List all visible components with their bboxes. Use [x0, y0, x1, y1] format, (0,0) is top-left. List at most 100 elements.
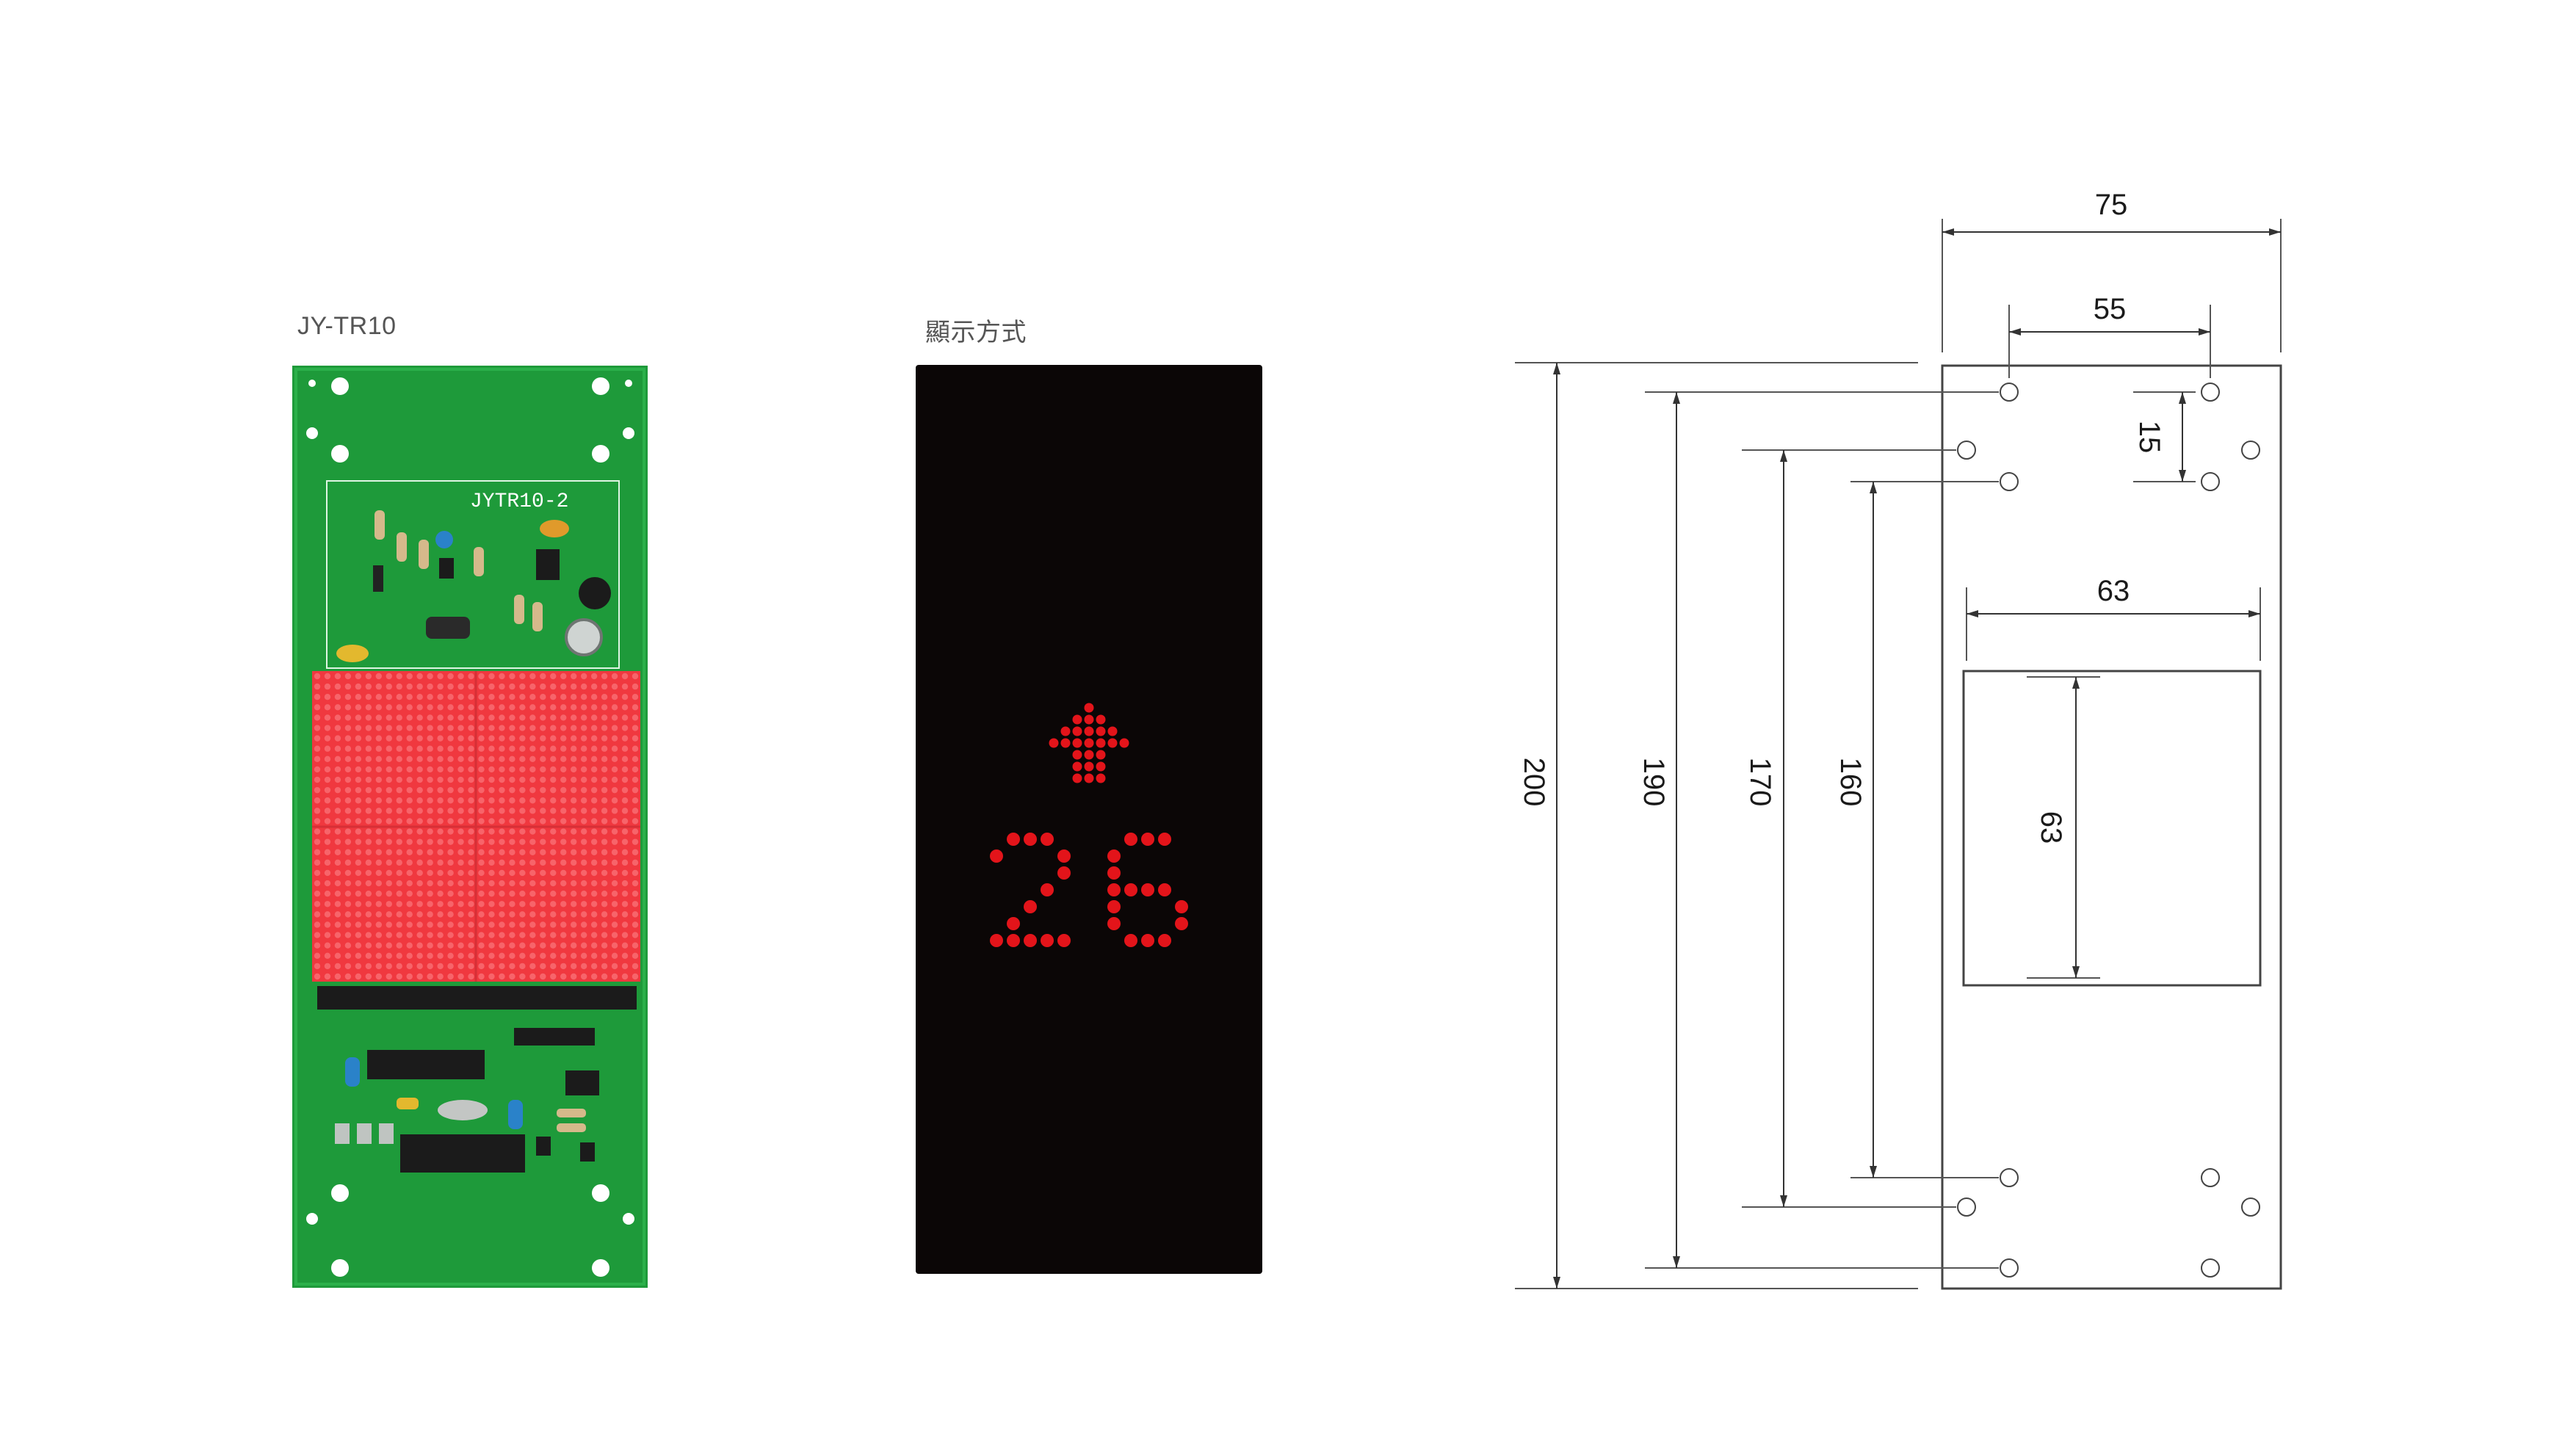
mounting-hole — [308, 380, 316, 387]
led-dot — [468, 694, 474, 700]
led-dot — [324, 952, 331, 959]
led-dot — [314, 714, 321, 721]
led-dot — [416, 973, 423, 980]
led-dot — [427, 973, 433, 980]
led-dot — [570, 828, 577, 835]
led-dot — [601, 818, 608, 825]
led-dot — [509, 859, 515, 866]
led-dot — [468, 735, 474, 742]
led-dot — [396, 869, 402, 877]
led-dot — [396, 838, 402, 845]
led-dot — [396, 766, 402, 773]
led-dot — [427, 735, 433, 742]
led-dot — [375, 756, 383, 763]
led-dot — [386, 683, 392, 690]
led-dot — [427, 849, 433, 855]
led-dot — [314, 859, 321, 866]
led-dot — [611, 683, 618, 690]
pcb-bevel — [294, 368, 645, 1286]
led-dot — [468, 766, 474, 773]
led-dot — [478, 921, 485, 928]
connector — [379, 1123, 394, 1144]
led-dot — [447, 735, 454, 742]
digit-led-dot — [1024, 934, 1037, 947]
led-dot — [478, 911, 485, 918]
led-dot — [406, 766, 413, 773]
led-dot — [580, 838, 587, 845]
led-dot — [580, 932, 587, 938]
led-dot — [580, 849, 587, 855]
led-dot — [601, 838, 608, 845]
led-dot — [540, 745, 546, 752]
led-dot — [550, 756, 557, 763]
led-dot — [334, 963, 341, 970]
led-dot — [447, 808, 454, 814]
led-dot — [488, 808, 495, 814]
digit-led-dot — [1041, 934, 1054, 947]
led-dot — [447, 838, 454, 845]
led-dot — [590, 838, 598, 845]
led-dot — [621, 714, 629, 721]
led-dot — [488, 963, 495, 970]
led-dot — [550, 973, 557, 980]
led-dot — [314, 911, 321, 918]
led-dot — [334, 745, 341, 752]
led-dot — [632, 973, 639, 980]
led-dot — [344, 859, 352, 866]
led-dot — [632, 901, 639, 907]
led-dot — [529, 859, 536, 866]
led-dot — [519, 756, 526, 763]
led-dot — [590, 942, 598, 949]
led-dot — [478, 942, 485, 949]
dim-label-63-vertical: 63 — [2035, 811, 2067, 844]
led-dot — [344, 673, 352, 680]
digit-led-dot — [1141, 883, 1154, 896]
led-dot — [324, 776, 331, 783]
led-dot — [437, 808, 444, 814]
led-dot — [509, 818, 515, 825]
led-dot — [406, 849, 413, 855]
led-dot — [396, 952, 402, 959]
led-dot — [396, 932, 402, 938]
led-dot — [375, 673, 383, 680]
led-dot — [447, 901, 454, 907]
led-dot — [334, 776, 341, 783]
transistor — [439, 558, 454, 579]
led-dot — [550, 714, 557, 721]
led-dot — [570, 942, 577, 949]
digit-led-dot — [1057, 866, 1071, 880]
led-dot — [375, 786, 383, 794]
led-dot — [478, 766, 485, 773]
led-dot — [560, 932, 567, 938]
led-dot — [427, 890, 433, 897]
led-dot — [324, 859, 331, 866]
drawing-hole — [2000, 472, 2019, 491]
led-dot — [365, 828, 372, 835]
resistor — [557, 1109, 586, 1117]
led-dot — [478, 745, 485, 752]
led-dot — [580, 756, 587, 763]
led-dot — [580, 901, 587, 907]
led-dot — [560, 766, 567, 773]
led-dot — [324, 683, 331, 690]
led-dot — [355, 673, 362, 680]
led-dot — [365, 921, 372, 928]
led-dot — [580, 818, 587, 825]
led-dot — [570, 890, 577, 897]
led-dot — [447, 942, 454, 949]
led-dot — [324, 911, 331, 918]
led-dot — [499, 776, 505, 783]
led-dot — [437, 725, 444, 731]
led-dot — [570, 797, 577, 804]
led-dot — [365, 911, 372, 918]
led-dot — [365, 901, 372, 907]
led-dot — [621, 673, 629, 680]
led-dot — [540, 766, 546, 773]
led-dot — [457, 973, 464, 980]
led-dot — [632, 808, 639, 814]
led-dot — [632, 797, 639, 804]
led-dot — [632, 776, 639, 783]
led-dot — [447, 890, 454, 897]
mounting-hole — [331, 1184, 349, 1202]
dim-label-63-horizontal: 63 — [2097, 575, 2130, 607]
